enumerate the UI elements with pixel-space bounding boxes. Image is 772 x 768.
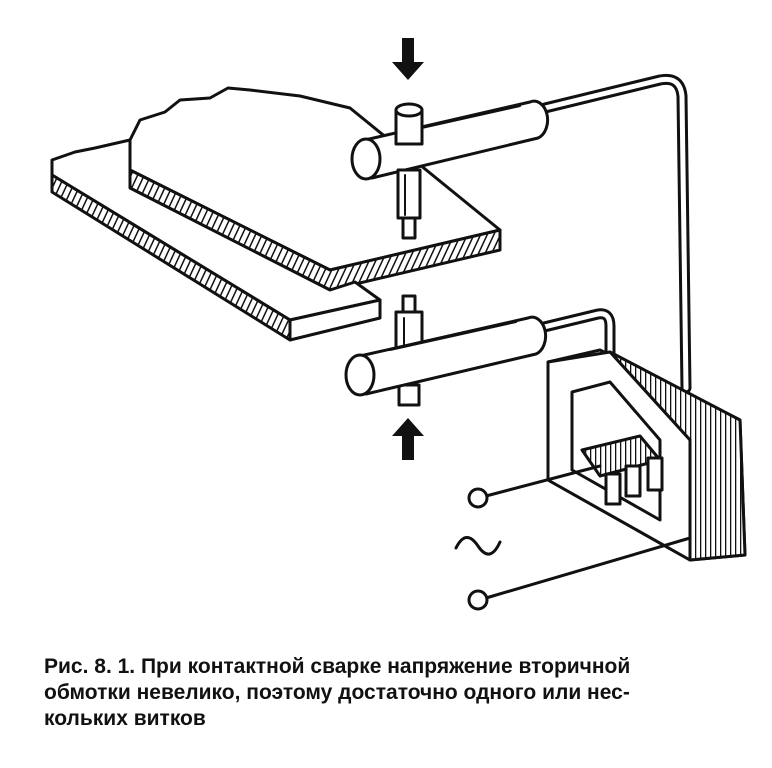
tilde-ac-icon xyxy=(454,536,502,556)
spot-welding-diagram xyxy=(50,38,747,611)
caption-line-1: Рис. 8. 1. При контактной сварке напряже… xyxy=(44,655,631,678)
arrow-down-icon xyxy=(392,38,424,80)
upper-electrode xyxy=(394,102,424,240)
terminal-circle-icon xyxy=(467,589,489,611)
upper-electrode-arm xyxy=(350,99,550,181)
lower-electrode-arm xyxy=(344,315,548,397)
lower-metal-sheet xyxy=(50,138,382,342)
primary-lead-bottom xyxy=(484,536,692,600)
upper-secondary-lead xyxy=(539,73,692,394)
lower-secondary-lead xyxy=(534,308,616,404)
caption-line-3: кольких витков xyxy=(44,707,206,730)
caption-line-2: обмотки невелико, поэтому достаточно одн… xyxy=(44,681,630,704)
terminal-circle-icon xyxy=(467,487,489,509)
primary-lead-top xyxy=(484,464,602,498)
arrow-up-icon xyxy=(392,418,424,460)
figure-caption: Рис. 8. 1. При контактной сварке напряже… xyxy=(44,654,744,732)
